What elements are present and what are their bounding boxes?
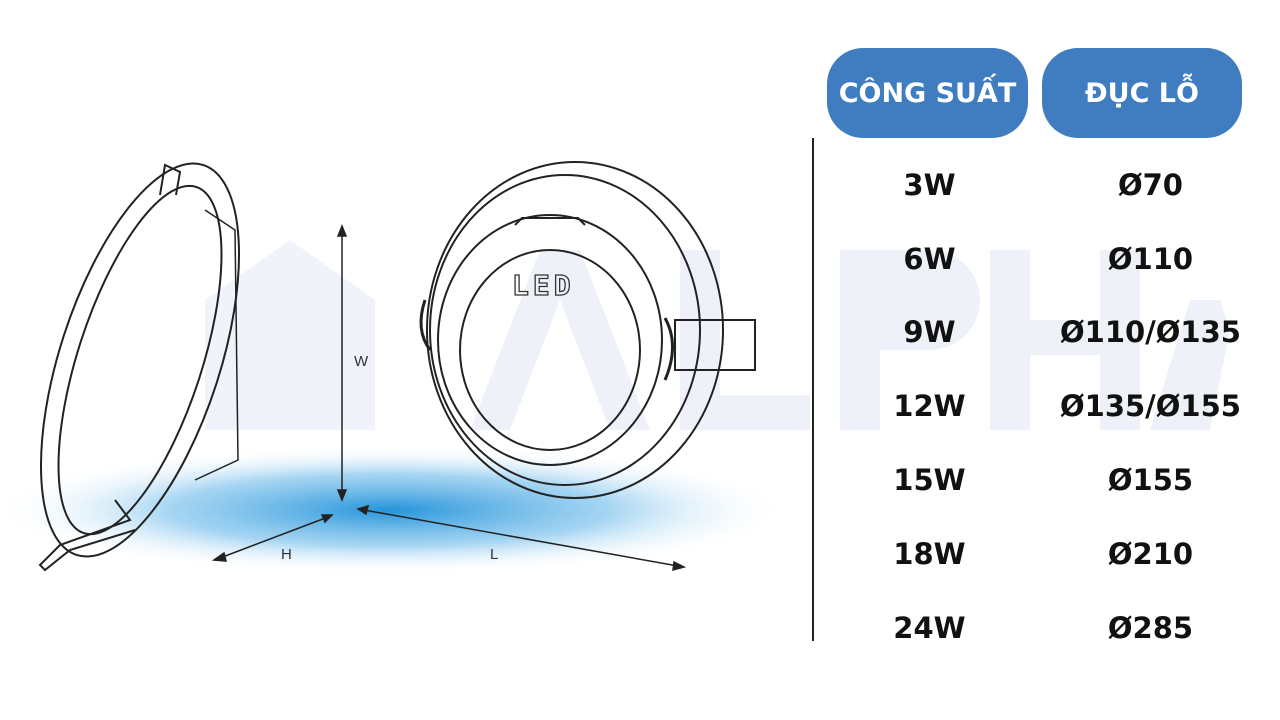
cutout-cell: Ø110: [1107, 242, 1194, 276]
power-cell: 3W: [903, 168, 956, 202]
table-row: 3W Ø70: [820, 160, 1250, 210]
lamp-front-view: [419, 161, 756, 499]
dimension-arrows: [211, 223, 687, 572]
table-row: 15W Ø155: [820, 455, 1250, 505]
cutout-cell: Ø285: [1107, 611, 1194, 645]
table-row: 12W Ø135/Ø155: [820, 381, 1250, 431]
cutout-cell: Ø70: [1117, 168, 1183, 202]
power-cell: 12W: [893, 389, 966, 423]
power-cell: 24W: [893, 611, 966, 645]
power-cell: 9W: [903, 315, 956, 349]
lamp-side-view: [38, 162, 241, 572]
cutout-cell: Ø155: [1107, 463, 1194, 497]
blue-glow: [0, 445, 790, 575]
table-row: 24W Ø285: [820, 603, 1250, 653]
power-cell: 18W: [893, 537, 966, 571]
dimension-w-label: W: [354, 353, 369, 370]
cutout-cell: Ø110/Ø135: [1059, 315, 1241, 349]
header-cutout: ĐỤC LỖ: [1042, 48, 1242, 138]
product-label: LED: [512, 269, 575, 302]
table-row: 9W Ø110/Ø135: [820, 307, 1250, 357]
table-divider: [812, 138, 814, 641]
dimension-l-label: L: [490, 546, 499, 563]
product-diagram: LED W H L: [0, 161, 790, 575]
power-cell: 15W: [893, 463, 966, 497]
table-row: 18W Ø210: [820, 529, 1250, 579]
header-power: CÔNG SUẤT: [827, 48, 1028, 138]
cutout-cell: Ø135/Ø155: [1059, 389, 1241, 423]
power-cell: 6W: [903, 242, 956, 276]
table-row: 6W Ø110: [820, 234, 1250, 284]
cutout-cell: Ø210: [1107, 537, 1194, 571]
lamp-drawing: LED: [0, 161, 790, 575]
dimension-h-label: H: [281, 546, 292, 563]
